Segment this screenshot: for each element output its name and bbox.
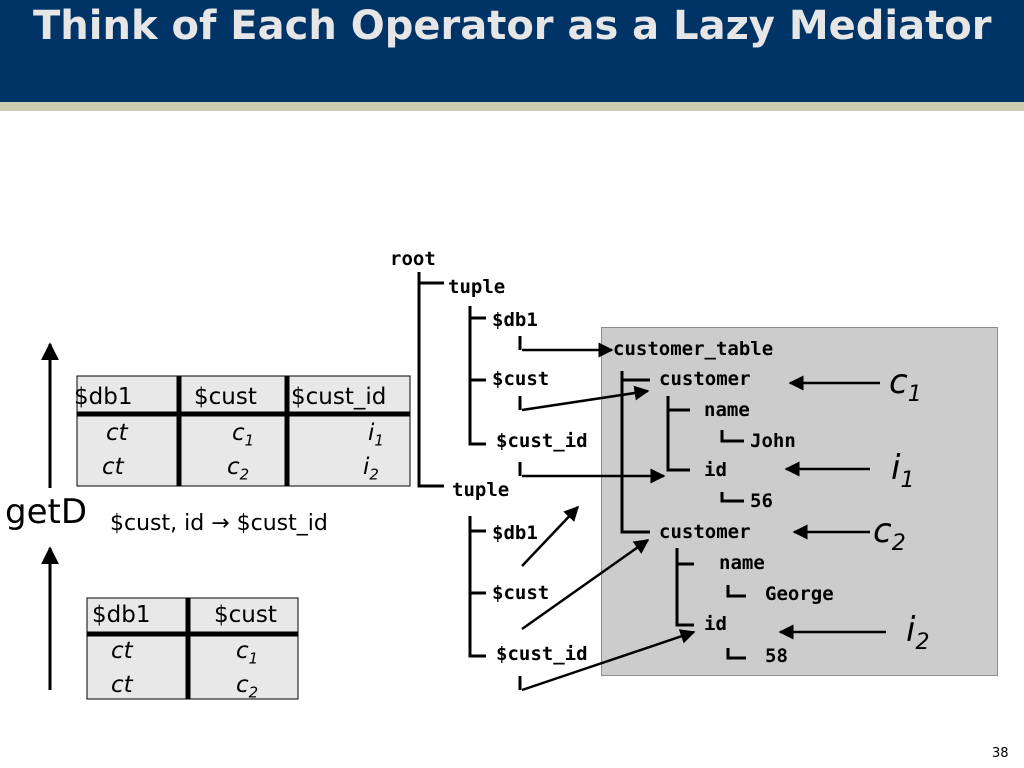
source-value-john: John <box>750 430 796 452</box>
out-header-cust: $cust <box>194 384 257 410</box>
operator-params: $cust, id → $cust_id <box>110 511 328 536</box>
in-header-cust: $cust <box>214 602 277 628</box>
in-r2-db1: ct <box>111 672 133 698</box>
out-r1-cust-id: i1 <box>368 420 384 450</box>
out-header-cust-id: $cust_id <box>291 384 387 410</box>
source-value-58: 58 <box>765 645 788 667</box>
source-customer-1: customer <box>659 368 751 390</box>
in-r2-cust: c2 <box>236 672 259 702</box>
tree-db1-1: $db1 <box>492 309 538 331</box>
source-value-56: 56 <box>750 490 773 512</box>
output-table: $db1 $cust $cust_id ct c1 i1 ct c2 i2 <box>74 376 410 486</box>
marker-c1: c1 <box>889 362 922 407</box>
tree-tuple-2: tuple <box>452 479 510 501</box>
out-header-db1: $db1 <box>74 384 133 410</box>
marker-i1: i1 <box>891 448 915 493</box>
tree-cust-id-2: $cust_id <box>496 643 588 665</box>
title-bar <box>0 0 1024 102</box>
title-stripe <box>0 102 1024 111</box>
tree-cust-id-1: $cust_id <box>496 430 588 452</box>
out-r2-db1: ct <box>102 454 124 480</box>
input-table-rules <box>86 597 299 700</box>
in-r1-cust: c1 <box>236 638 259 668</box>
source-id-1: id <box>704 459 727 481</box>
in-header-db1: $db1 <box>92 602 151 628</box>
source-table-name: customer_table <box>613 338 774 360</box>
tree-cust-2: $cust <box>492 582 550 604</box>
in-r1-db1: ct <box>111 638 133 664</box>
tree-lines <box>417 272 746 690</box>
source-id-2: id <box>704 613 727 635</box>
out-r1-db1: ct <box>106 420 128 446</box>
source-name-1: name <box>704 399 750 421</box>
slide-title: Think of Each Operator as a Lazy Mediato… <box>33 3 992 49</box>
tree-cust-1: $cust <box>492 368 550 390</box>
marker-i2: i2 <box>906 610 930 655</box>
source-value-george: George <box>765 583 834 605</box>
input-table: $db1 $cust ct c1 ct c2 <box>87 598 298 702</box>
page-number: 38 <box>992 746 1009 761</box>
out-r1-cust: c1 <box>232 420 255 450</box>
source-name-2: name <box>719 552 765 574</box>
operator-name: getD <box>5 492 88 532</box>
output-table-rules <box>76 375 411 487</box>
tree-db1-2: $db1 <box>492 522 538 544</box>
source-customer-2: customer <box>659 521 751 543</box>
pointer-arrows <box>521 342 886 692</box>
out-r2-cust-id: i2 <box>363 454 379 484</box>
marker-c2: c2 <box>873 511 906 556</box>
tree-tuple-1: tuple <box>448 276 506 298</box>
out-r2-cust: c2 <box>227 454 250 484</box>
tree-root: root <box>390 248 436 270</box>
